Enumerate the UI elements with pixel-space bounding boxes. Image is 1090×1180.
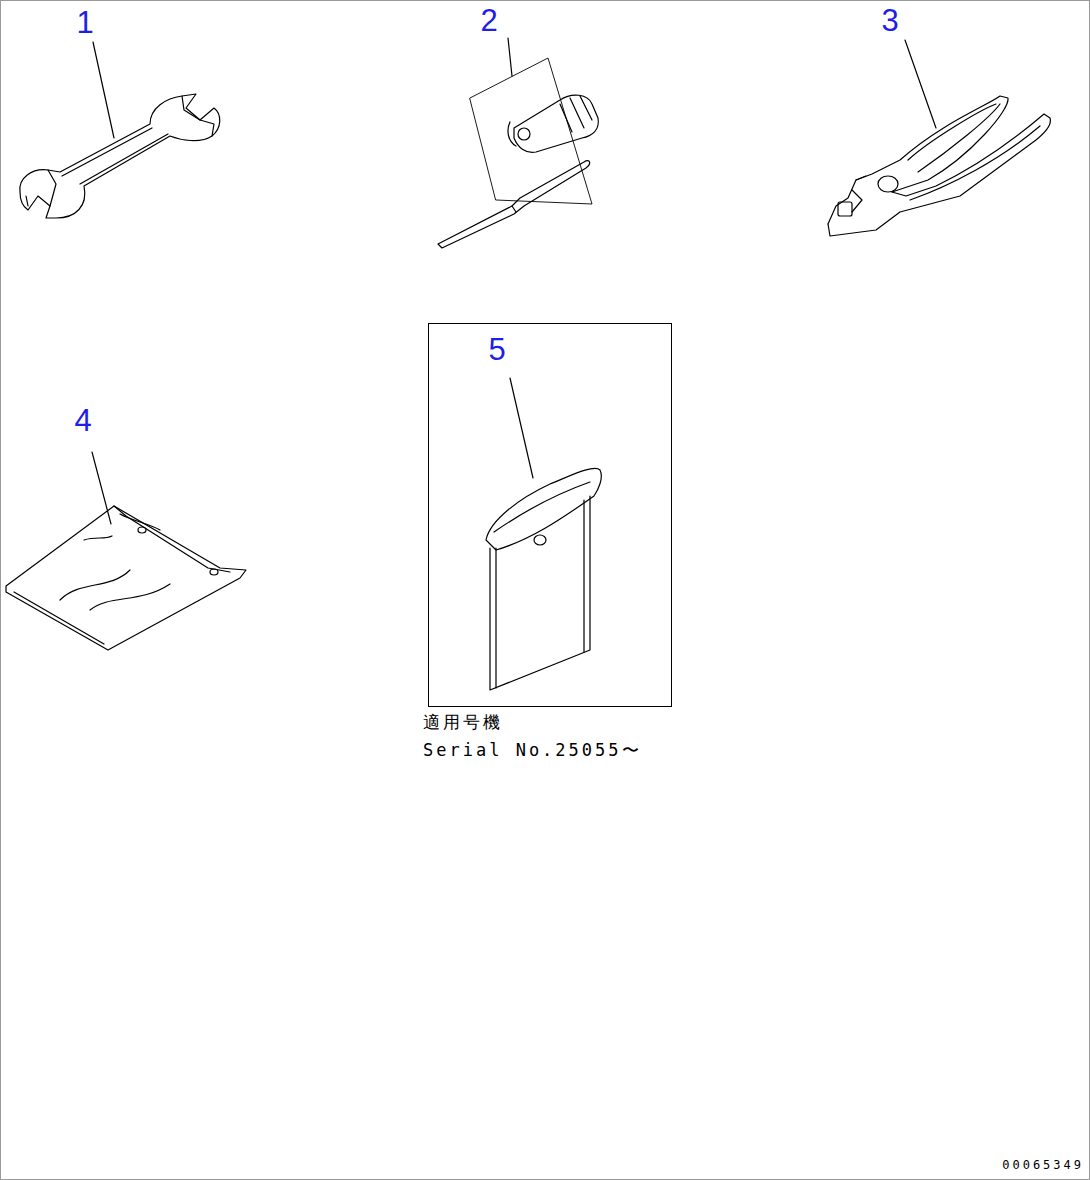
leader-line: [92, 452, 111, 524]
pliers: [828, 96, 1050, 236]
serial-number-note: Serial No.25055〜: [423, 740, 642, 760]
callout-number: 3: [881, 5, 898, 36]
screwdriver: [438, 58, 598, 248]
callout-number: 5: [488, 334, 505, 365]
parts-bag: [6, 506, 246, 650]
leader-line: [510, 378, 533, 478]
leader-line: [905, 40, 936, 128]
callout-number: 2: [480, 5, 497, 36]
callout-number: 4: [74, 405, 91, 436]
leader-line: [93, 42, 114, 138]
applicable-serial-heading: 適用号機: [423, 712, 503, 732]
spanner: [20, 94, 220, 218]
leader-line: [508, 38, 512, 76]
drawing-number: 00065349: [1002, 1158, 1084, 1172]
callout-number: 1: [76, 7, 93, 38]
applicability-frame: 5: [428, 323, 672, 707]
tool-pouch: [486, 468, 601, 690]
